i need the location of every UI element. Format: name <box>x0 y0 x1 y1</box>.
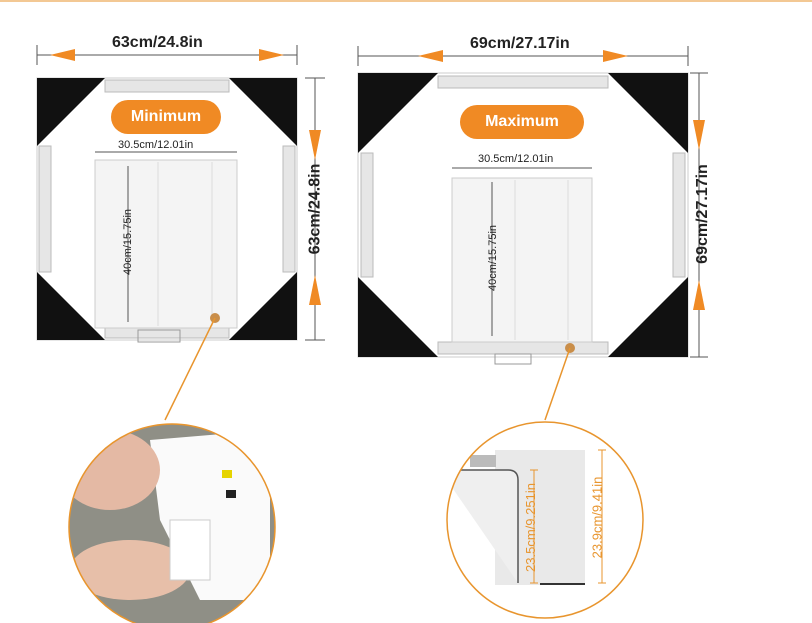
right-height-label: 69cm/27.17in <box>693 164 711 264</box>
minimum-badge: Minimum <box>111 100 221 134</box>
left-inner-width: 30.5cm/12.01in <box>118 139 194 151</box>
right-inner-width: 30.5cm/12.01in <box>478 153 554 165</box>
right-inner-height: 40cm/15.75in <box>487 224 500 292</box>
left-width-label: 63cm/24.8in <box>112 34 203 51</box>
left-inner-height: 40cm/15.75in <box>122 208 135 276</box>
left-detail-photo <box>68 423 276 623</box>
left-width-arrow <box>36 45 298 65</box>
right-detail-photo <box>446 421 644 619</box>
left-frame <box>36 77 298 343</box>
right-width-label: 69cm/27.17in <box>470 35 570 52</box>
right-width-arrow <box>357 46 689 66</box>
left-height-label: 63cm/24.8in <box>306 163 324 255</box>
detail-height-b: 23.9cm/9.41in <box>589 476 605 559</box>
detail-height-a: 23.5cm/9.251in <box>522 483 538 572</box>
maximum-badge: Maximum <box>460 105 584 139</box>
right-frame <box>357 72 689 365</box>
